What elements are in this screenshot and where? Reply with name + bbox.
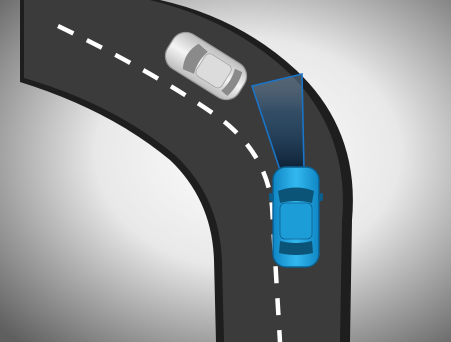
own-vehicle — [269, 167, 323, 267]
